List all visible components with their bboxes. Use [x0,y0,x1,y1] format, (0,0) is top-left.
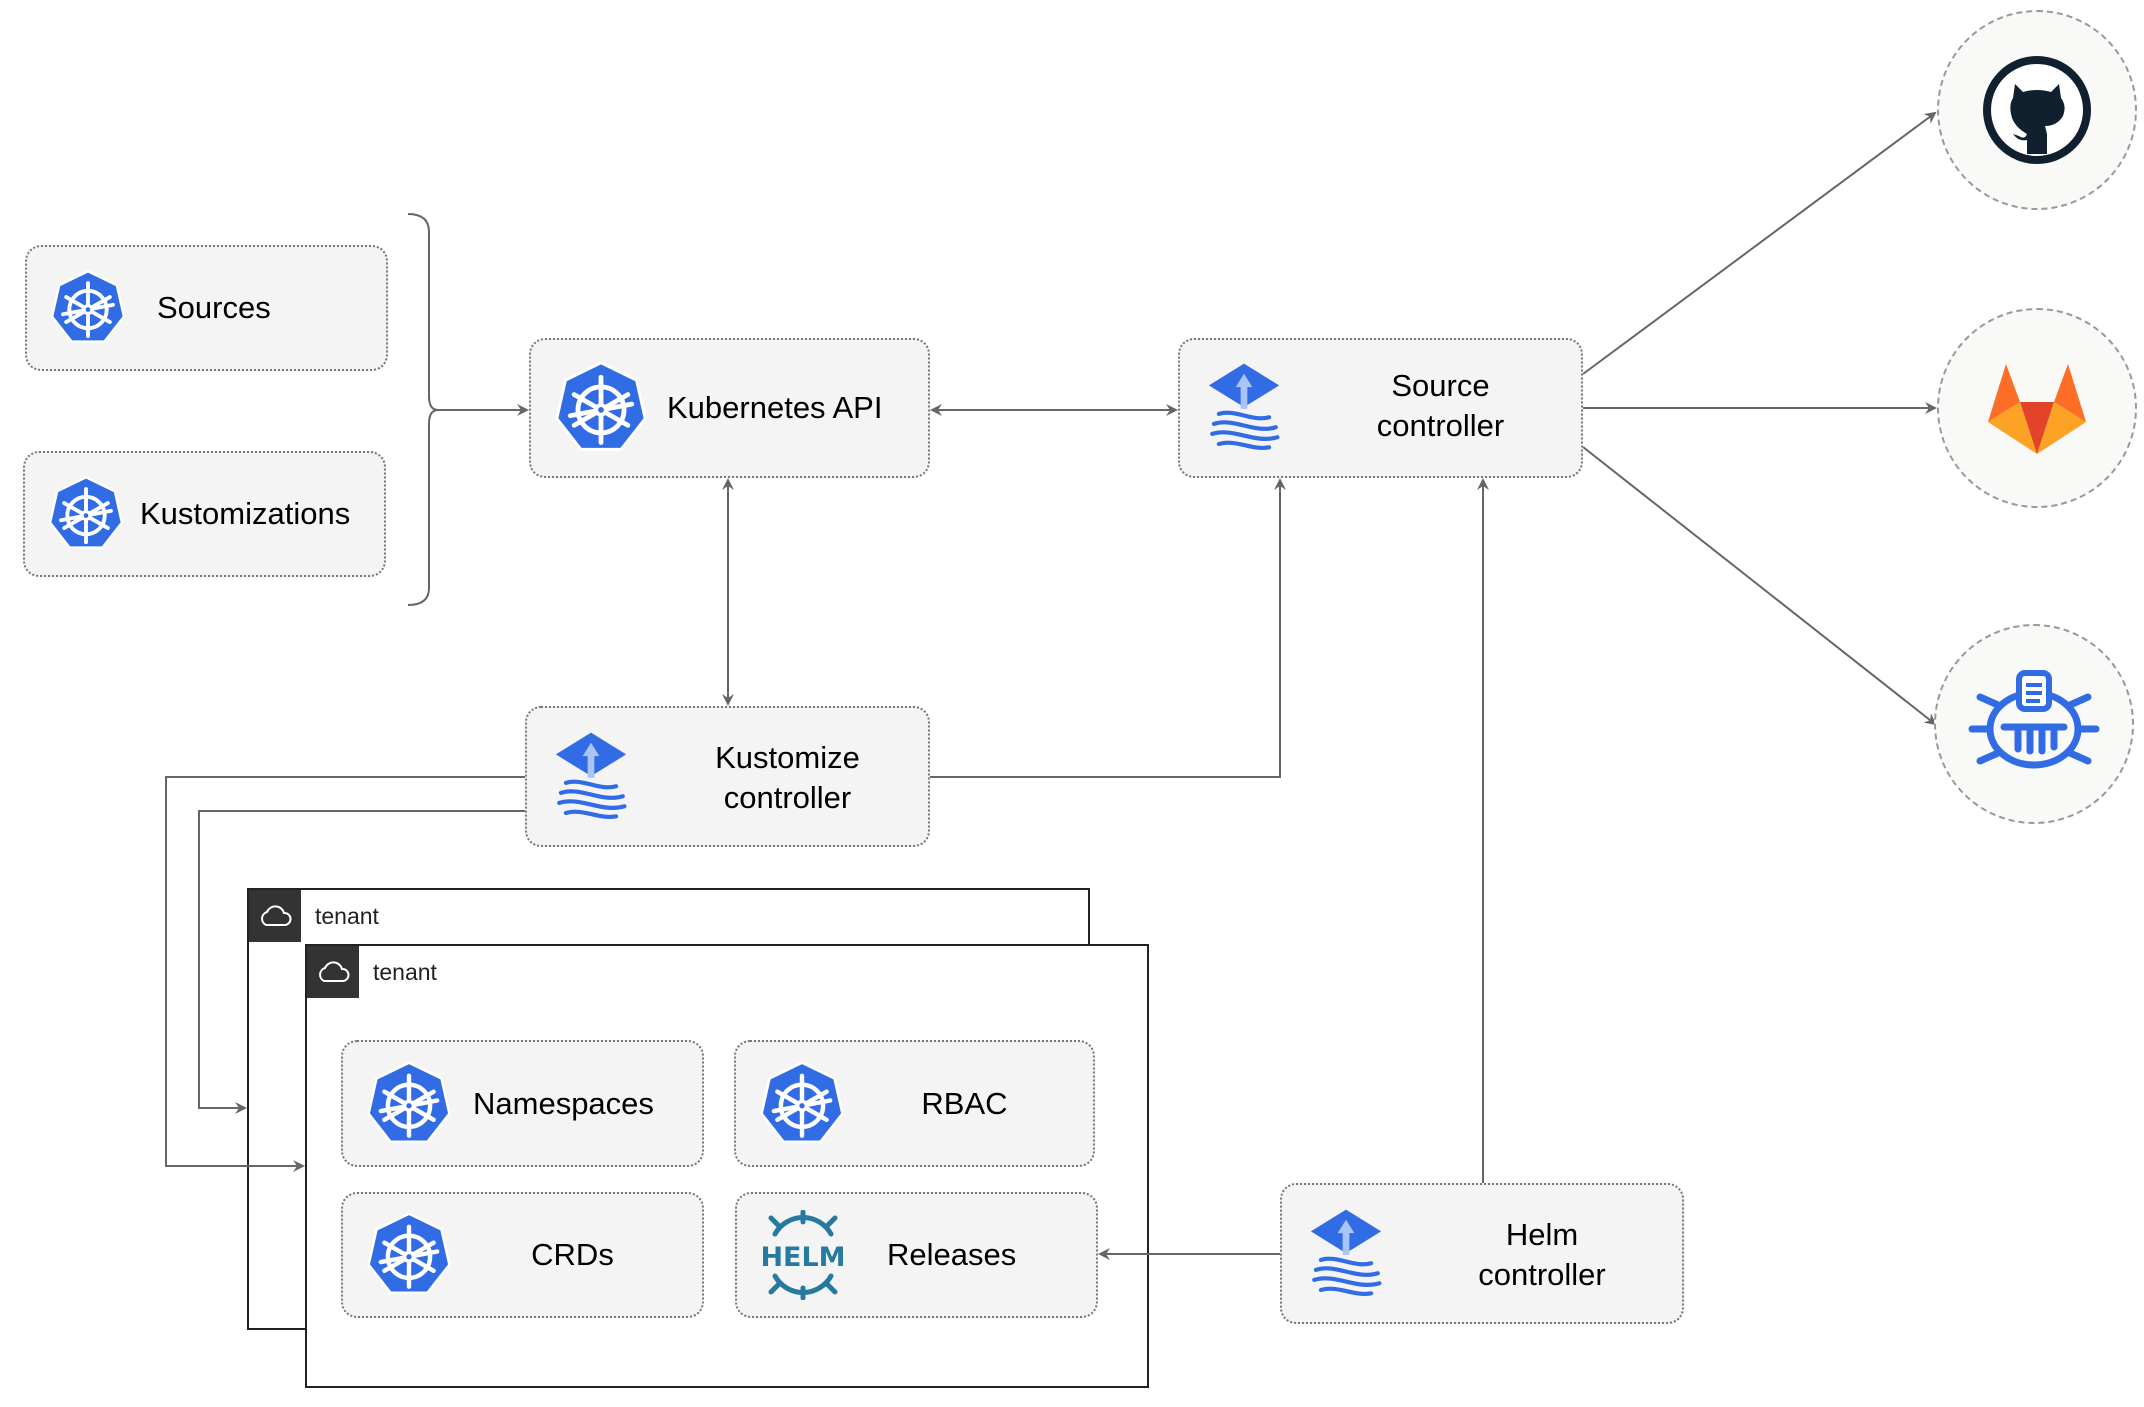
edge-kustomize-to-source [930,478,1286,778]
node-source-controller: Source controller [1178,338,1583,478]
node-helm-controller: Helm controller [1280,1183,1684,1324]
bucket-source [1934,624,2134,824]
node-label: Sources [157,290,271,325]
label-line: controller [1376,408,1505,443]
edge-source-to-github [1582,111,1937,375]
node-label: Kustomize controller [647,738,928,818]
node-kubernetes-api: Kubernetes API [529,338,930,478]
kubernetes-icon [49,269,127,347]
node-label: Source controller [1300,366,1581,446]
flux-icon [549,731,633,823]
kubernetes-icon [47,475,125,553]
github-icon [1983,56,2091,164]
node-label: CRDs [531,1237,614,1272]
node-rbac: RBAC [734,1040,1095,1167]
node-releases: HELM Releases [735,1192,1098,1318]
node-label: Kustomizations [140,496,351,531]
gitlab-icon [1988,364,2086,454]
cloud-icon [307,946,359,998]
node-label: Releases [887,1237,1017,1272]
bucket-icon [1968,670,2100,769]
label-line: Kustomize [715,740,860,775]
label-line: controller [723,780,852,815]
label-line: controller [1478,1257,1606,1292]
edge-kustomize-to-tenant [198,810,525,1114]
edge-kustomize-to-tenant [165,776,525,1172]
helm-icon: HELM [760,1210,846,1300]
node-label: RBAC [921,1085,1008,1121]
tenant-label: tenant [373,958,437,985]
kubernetes-icon [365,1211,453,1299]
node-label: Kubernetes API [667,390,883,425]
label-line: Helm [1505,1217,1579,1252]
label-line: Source [1391,368,1490,403]
gitlab-source [1937,308,2137,508]
node-namespaces: Namespaces [341,1040,704,1167]
node-label: Namespaces [473,1085,654,1121]
node-kustomize-controller: Kustomize controller [525,706,930,847]
kubernetes-icon [758,1060,846,1148]
github-source [1937,10,2137,210]
tenant-label: tenant [315,902,379,929]
helm-logo-text: HELM [760,1242,845,1273]
cloud-icon [249,890,301,942]
flux-icon [1202,362,1286,454]
node-crds: CRDs [341,1192,704,1318]
brace [407,213,439,606]
node-kustomizations: Kustomizations [23,451,386,577]
kubernetes-icon [553,360,649,456]
flux-icon [1304,1208,1388,1300]
node-sources: Sources [25,245,388,371]
node-label: Helm controller [1402,1215,1682,1295]
edge-source-to-bucket [1582,446,1937,726]
kubernetes-icon [365,1060,453,1148]
